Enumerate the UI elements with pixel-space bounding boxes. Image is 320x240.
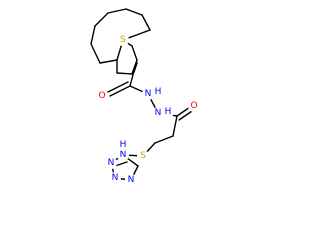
atom-label-bg — [117, 139, 129, 151]
bond — [109, 85, 131, 97]
atom-label-bg — [125, 174, 137, 186]
atom-label-s2: S — [140, 151, 146, 161]
bond — [107, 8, 127, 14]
bond — [129, 59, 138, 87]
atom-label-n3: N — [120, 150, 127, 160]
atom-label-bg — [152, 86, 164, 98]
bond — [131, 45, 138, 61]
bond — [116, 72, 133, 75]
bond — [90, 25, 96, 45]
atom-label-s1: S — [120, 35, 126, 45]
atom-label-bg — [117, 34, 129, 46]
atom-label-o1: O — [98, 91, 105, 101]
bond — [90, 43, 101, 64]
atom-label-bg — [152, 107, 164, 119]
atom-label-n2: N — [155, 108, 162, 118]
atom-label-bg — [96, 90, 108, 102]
atom-label-bg — [188, 100, 200, 112]
bond — [99, 59, 118, 64]
atom-label-bg — [117, 149, 129, 161]
atom-label-h_n3: H — [120, 140, 127, 150]
atom-label-bg — [137, 150, 149, 162]
bond — [107, 81, 129, 93]
bond — [154, 135, 174, 144]
atom-label-bg — [105, 157, 117, 169]
atom-label-h_n2: H — [165, 107, 172, 117]
atom-label-o2: O — [190, 101, 197, 111]
bond — [172, 115, 178, 137]
atom-label-n6: N — [128, 175, 135, 185]
atom-label-n4: N — [108, 158, 115, 168]
atom-label-n1: N — [145, 89, 152, 99]
atom-label-bg — [142, 88, 154, 100]
bond — [141, 14, 151, 31]
atom-label-bg — [162, 106, 174, 118]
bond — [125, 8, 143, 16]
atom-label-h_n1: H — [155, 87, 162, 97]
bond — [94, 12, 109, 27]
atom-label-n5: N — [112, 173, 119, 183]
atom-label-bg — [109, 172, 121, 184]
